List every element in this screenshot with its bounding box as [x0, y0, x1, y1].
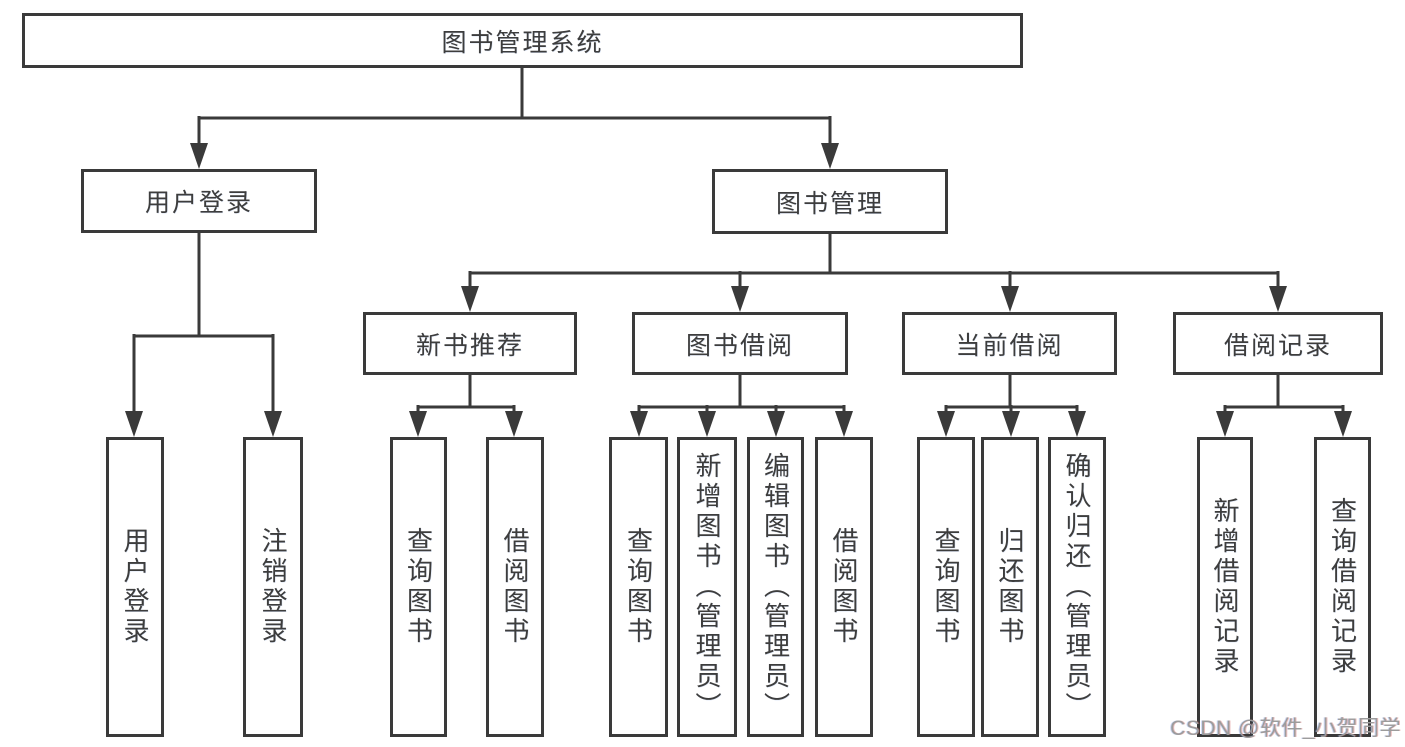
arrowhead-icon	[190, 143, 208, 169]
leaf-query-books-recommend: 查询图书	[390, 437, 447, 737]
arrowhead-icon	[1001, 286, 1019, 312]
node-borrowing-records-label: 借阅记录	[1223, 331, 1332, 360]
arrowhead-icon	[1334, 411, 1352, 437]
arrowhead-icon	[698, 411, 716, 437]
leaf-add-borrow-record: 新增借阅记录	[1197, 437, 1253, 737]
leaf-query-borrow-record: 查询借阅记录	[1314, 437, 1371, 737]
node-current-borrowing-label: 当前借阅	[955, 331, 1064, 360]
leaf-edit-book-admin-label: 编辑图书（管理员）	[760, 452, 791, 722]
leaf-borrow-books-borrowing: 借阅图书	[815, 437, 873, 737]
leaf-confirm-return-admin-label: 确认归还（管理员）	[1062, 452, 1092, 722]
arrowhead-icon	[937, 411, 955, 437]
watermark: CSDN @软件_小贺同学	[1170, 717, 1401, 740]
leaf-borrow-books-recommend-label: 借阅图书	[500, 527, 530, 647]
leaf-user-login: 用户登录	[106, 437, 164, 737]
node-book-borrowing: 图书借阅	[632, 312, 848, 375]
leaf-return-book: 归还图书	[981, 437, 1039, 737]
arrowhead-icon	[505, 411, 523, 437]
leaf-add-borrow-record-label: 新增借阅记录	[1210, 497, 1240, 677]
arrowhead-icon	[1269, 286, 1287, 312]
node-library-system: 图书管理系统	[22, 13, 1023, 68]
node-borrowing-records: 借阅记录	[1173, 312, 1383, 375]
leaf-add-book-admin: 新增图书（管理员）	[677, 437, 737, 737]
arrowhead-icon	[264, 411, 282, 437]
node-book-management: 图书管理	[712, 169, 948, 234]
leaf-query-books-borrowing-label: 查询图书	[623, 527, 654, 647]
node-book-management-label: 图书管理	[775, 189, 884, 218]
leaf-borrow-books-borrowing-label: 借阅图书	[829, 527, 859, 647]
arrowheads	[125, 143, 1352, 437]
arrowhead-icon	[409, 411, 427, 437]
leaf-query-books-current-label: 查询图书	[931, 527, 961, 647]
node-new-book-recommend-label: 新书推荐	[415, 331, 524, 360]
arrowhead-icon	[125, 411, 143, 437]
leaf-user-login-label: 用户登录	[120, 527, 150, 647]
leaf-query-books-current: 查询图书	[917, 437, 975, 737]
node-library-system-label: 图书管理系统	[441, 28, 604, 57]
leaf-query-borrow-record-label: 查询借阅记录	[1327, 497, 1358, 677]
arrowhead-icon	[1002, 411, 1020, 437]
node-book-borrowing-label: 图书借阅	[685, 331, 794, 360]
leaf-query-books-recommend-label: 查询图书	[403, 527, 434, 647]
arrowhead-icon	[835, 411, 853, 437]
node-current-borrowing: 当前借阅	[902, 312, 1117, 375]
leaf-logout: 注销登录	[243, 437, 303, 737]
arrowhead-icon	[630, 411, 648, 437]
arrowhead-icon	[461, 286, 479, 312]
leaf-add-book-admin-label: 新增图书（管理员）	[692, 452, 722, 722]
leaf-edit-book-admin: 编辑图书（管理员）	[747, 437, 804, 737]
arrowhead-icon	[821, 143, 839, 169]
arrowhead-icon	[1216, 411, 1234, 437]
arrowhead-icon	[731, 286, 749, 312]
arrowhead-icon	[767, 411, 785, 437]
leaf-return-book-label: 归还图书	[995, 527, 1025, 647]
node-user-login: 用户登录	[81, 169, 317, 233]
leaf-logout-label: 注销登录	[258, 527, 288, 647]
leaf-confirm-return-admin: 确认归还（管理员）	[1048, 437, 1106, 737]
leaf-query-books-borrowing: 查询图书	[609, 437, 668, 737]
node-user-login-label: 用户登录	[144, 189, 253, 217]
arrowhead-icon	[1068, 411, 1086, 437]
leaf-borrow-books-recommend: 借阅图书	[486, 437, 544, 737]
node-new-book-recommend: 新书推荐	[363, 312, 577, 375]
connector-lines	[132, 68, 1345, 414]
